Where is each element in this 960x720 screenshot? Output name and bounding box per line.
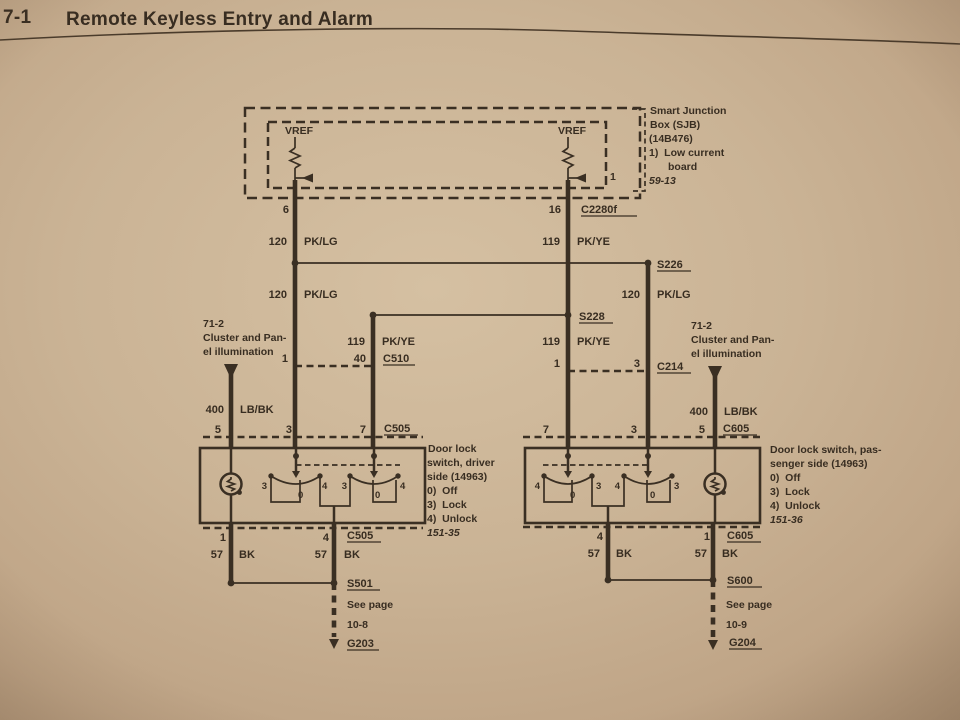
photo-vignette xyxy=(0,0,960,720)
wiring-diagram: 7-1 Remote Keyless Entry and Alarm VREF … xyxy=(0,0,960,720)
manual-page-photo: 7-1 Remote Keyless Entry and Alarm VREF … xyxy=(0,0,960,720)
